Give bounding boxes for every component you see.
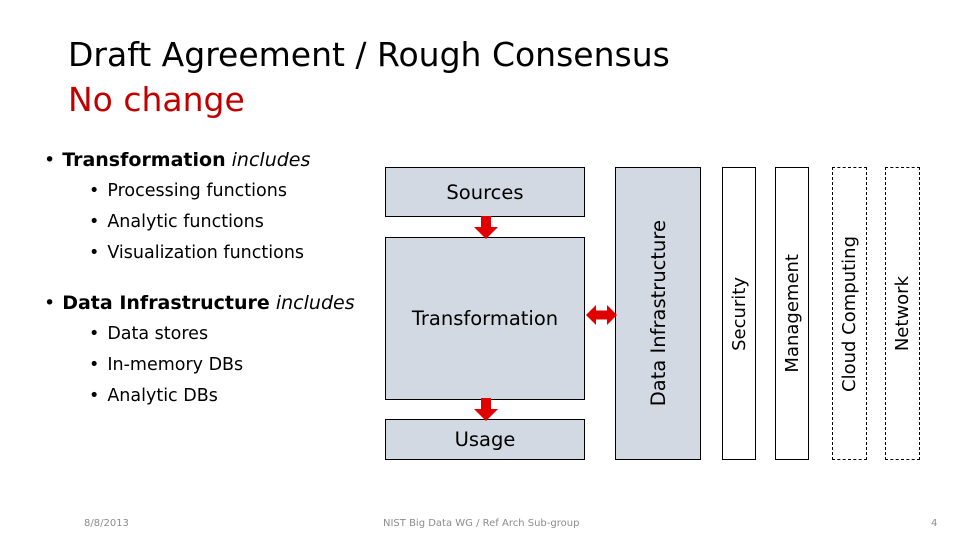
diagram-box-security-label: Security bbox=[728, 276, 750, 351]
down-arrow-icon bbox=[474, 216, 498, 239]
diagram-box-network[interactable]: Network bbox=[885, 167, 920, 460]
bullet-glyph-icon: • bbox=[89, 355, 100, 375]
bullet-sublist-data-infrastructure: • Data stores • In-memory DBs • Analytic DB… bbox=[34, 319, 404, 412]
diagram-box-data-infrastructure[interactable]: Data Infrastructure bbox=[615, 167, 701, 460]
list-item-label: Data stores bbox=[107, 324, 209, 344]
list-item-label: Visualization functions bbox=[107, 243, 305, 263]
bullet-term-transformation: Transformation bbox=[62, 149, 226, 171]
bullet-level1-transformation: • Transformation includes bbox=[34, 146, 404, 174]
bullet-glyph-icon: • bbox=[89, 212, 100, 232]
down-arrow-icon bbox=[474, 398, 498, 421]
diagram-box-transformation[interactable]: Transformation bbox=[385, 237, 585, 400]
list-item-label: In-memory DBs bbox=[107, 355, 244, 375]
diagram-box-security[interactable]: Security bbox=[722, 167, 756, 460]
list-item: • Analytic functions bbox=[34, 207, 404, 238]
list-item-label: Analytic functions bbox=[107, 212, 264, 232]
list-item: • Analytic DBs bbox=[34, 381, 404, 412]
bullet-glyph-icon: • bbox=[44, 149, 56, 171]
bullet-glyph-icon: • bbox=[89, 324, 100, 344]
bullet-verb-transformation: includes bbox=[231, 149, 311, 171]
bullet-level1-data-infrastructure: • Data Infrastructure includes bbox=[34, 289, 404, 317]
bullet-glyph-icon: • bbox=[89, 243, 100, 263]
diagram-box-usage[interactable]: Usage bbox=[385, 419, 585, 460]
footer-attribution: NIST Big Data WG / Ref Arch Sub-group bbox=[383, 518, 580, 529]
list-item: • Processing functions bbox=[34, 176, 404, 207]
diagram-box-network-label: Network bbox=[892, 275, 913, 352]
footer-date: 8/8/2013 bbox=[84, 518, 129, 529]
page-title: Draft Agreement / Rough Consensus bbox=[68, 35, 670, 74]
footer-page-number: 4 bbox=[931, 518, 938, 529]
diagram-box-cloud-computing-label: Cloud Computing bbox=[839, 235, 860, 392]
diagram-box-management-label: Management bbox=[781, 254, 803, 373]
bullet-verb-data-infrastructure: includes bbox=[275, 292, 355, 314]
bullet-list: • Transformation includes • Processing fun… bbox=[34, 146, 404, 418]
list-item: • Visualization functions bbox=[34, 238, 404, 269]
page-subtitle: No change bbox=[68, 80, 245, 119]
list-item: • In-memory DBs bbox=[34, 350, 404, 381]
diagram-box-management[interactable]: Management bbox=[775, 167, 809, 460]
bullet-glyph-icon: • bbox=[44, 292, 56, 314]
diagram-box-sources[interactable]: Sources bbox=[385, 167, 585, 217]
bullet-glyph-icon: • bbox=[89, 386, 100, 406]
diagram-box-sources-label: Sources bbox=[446, 180, 524, 204]
bullet-sublist-transformation: • Processing functions • Analytic function… bbox=[34, 176, 404, 269]
list-item-label: Analytic DBs bbox=[107, 386, 218, 406]
list-item-label: Processing functions bbox=[107, 181, 287, 201]
bullet-term-data-infrastructure: Data Infrastructure bbox=[62, 292, 270, 314]
diagram-box-transformation-label: Transformation bbox=[411, 307, 559, 330]
diagram-box-data-infrastructure-label: Data Infrastructure bbox=[646, 220, 670, 407]
bullet-glyph-icon: • bbox=[89, 181, 100, 201]
double-arrow-icon bbox=[586, 305, 617, 325]
list-item: • Data stores bbox=[34, 319, 404, 350]
diagram-box-cloud-computing[interactable]: Cloud Computing bbox=[832, 167, 867, 460]
diagram-box-usage-label: Usage bbox=[454, 428, 516, 451]
